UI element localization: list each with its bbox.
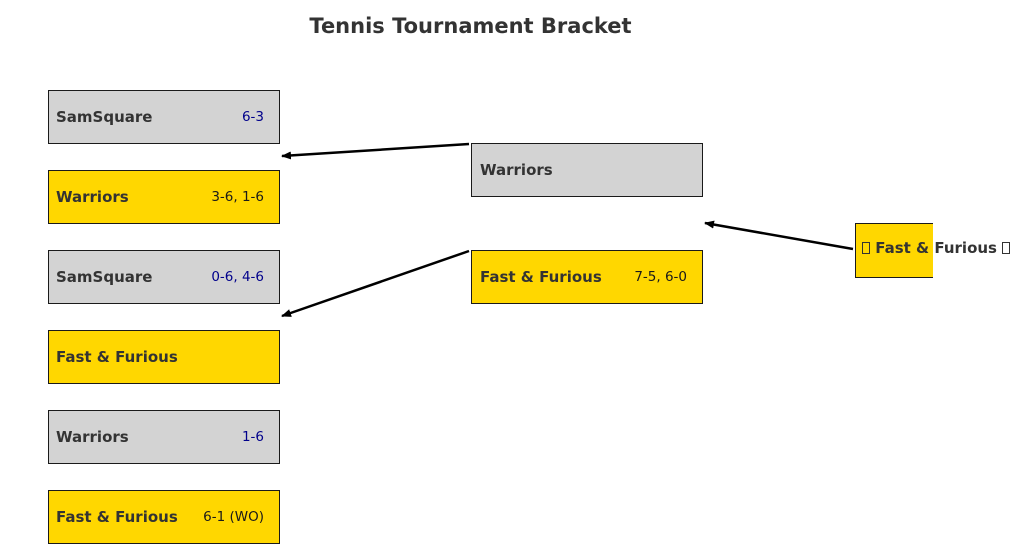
- round1-slot-6: Fast & Furious 6-1 (WO): [48, 490, 280, 544]
- missing-glyph-icon: [1002, 242, 1011, 254]
- page-title: Tennis Tournament Bracket: [309, 14, 632, 38]
- team-name: SamSquare: [56, 108, 153, 126]
- team-name: Warriors: [56, 188, 129, 206]
- team-name: Fast & Furious: [56, 508, 178, 526]
- score-label: 6-1 (WO): [203, 509, 264, 525]
- score-label: 6-3: [241, 109, 264, 125]
- round2-slot-1: Warriors: [471, 143, 703, 197]
- arrow-to-final: [704, 220, 854, 251]
- round1-slot-3: SamSquare 0-6, 4-6: [48, 250, 280, 304]
- team-name: Warriors: [480, 161, 553, 179]
- arrow-to-match-1: [281, 142, 470, 160]
- champion-box: [855, 223, 933, 278]
- team-name: Fast & Furious: [56, 348, 178, 366]
- team-name: Warriors: [56, 428, 129, 446]
- arrow-to-match-2: [281, 249, 470, 318]
- score-label: 0-6, 4-6: [211, 269, 264, 285]
- score-label: 7-5, 6-0: [634, 269, 687, 285]
- team-name: SamSquare: [56, 268, 153, 286]
- champion-label: Fast & Furious: [862, 239, 1011, 257]
- score-label: 1-6: [241, 429, 264, 445]
- round1-slot-2: Warriors 3-6, 1-6: [48, 170, 280, 224]
- champion-team-name: Fast & Furious: [875, 239, 997, 257]
- round1-slot-5: Warriors 1-6: [48, 410, 280, 464]
- round1-slot-1: SamSquare 6-3: [48, 90, 280, 144]
- team-name: Fast & Furious: [480, 268, 602, 286]
- missing-glyph-icon: [862, 242, 870, 254]
- score-label: 3-6, 1-6: [211, 189, 264, 205]
- round1-slot-4: Fast & Furious: [48, 330, 280, 384]
- round2-slot-2: Fast & Furious 7-5, 6-0: [471, 250, 703, 304]
